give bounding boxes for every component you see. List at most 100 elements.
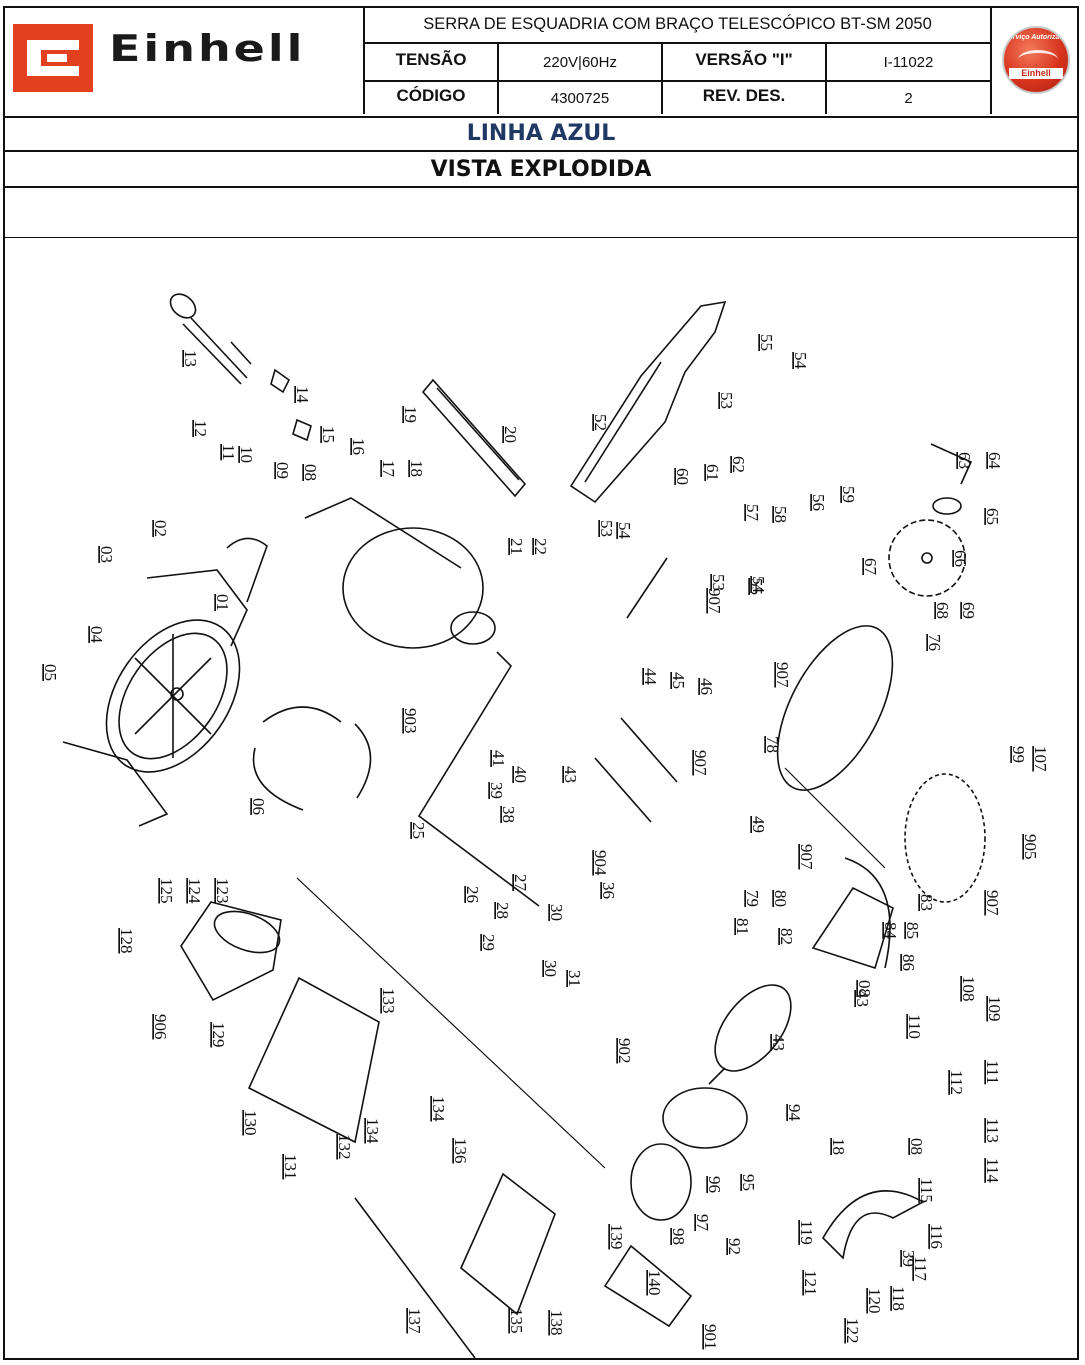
part-number-label: 67: [861, 558, 880, 576]
part-number-label: 20: [501, 426, 520, 443]
part-number-label: 25: [409, 822, 428, 839]
part-number-label: 115: [917, 1178, 936, 1203]
brand-logo-cell: Einhell: [5, 8, 365, 114]
product-title: SERRA DE ESQUADRIA COM BRAÇO TELESCÓPICO…: [365, 8, 990, 44]
part-ring-icon: [252, 747, 304, 811]
part-number-label: 98: [669, 1228, 688, 1245]
part-handle-icon: [247, 976, 380, 1144]
part-number-label: 107: [1031, 746, 1050, 772]
part-number-label: 08: [855, 980, 874, 997]
part-number-label: 65: [983, 508, 1002, 525]
part-number-label: 18: [407, 460, 426, 477]
part-number-label: 31: [565, 970, 584, 987]
blank-band: [5, 188, 1077, 238]
brand-wordmark: Einhell: [109, 26, 306, 70]
part-grip-icon: [603, 1244, 693, 1328]
part-number-label: 83: [917, 894, 936, 911]
part-number-label: 54: [615, 522, 634, 540]
part-number-label: 907: [983, 890, 1002, 916]
part-tube-icon: [594, 757, 652, 823]
part-number-label: 54: [791, 352, 810, 370]
part-power-cord-icon: [354, 1197, 476, 1358]
seal-cell: Serviço Autorizado Einhell: [990, 8, 1079, 114]
part-number-label: 84: [881, 922, 900, 940]
part-stator-icon: [630, 1143, 692, 1221]
seal-top-text: Serviço Autorizado: [1004, 34, 1068, 41]
part-number-label: 16: [349, 438, 368, 455]
part-number-label: 123: [213, 878, 232, 904]
tensao-value: 220V|60Hz: [499, 44, 663, 80]
part-number-label: 53: [597, 520, 616, 537]
part-number-label: 82: [777, 928, 796, 945]
part-knob-icon: [169, 293, 248, 385]
part-number-label: 58: [771, 506, 790, 523]
part-number-label: 03: [97, 546, 116, 563]
part-clamp-icon: [270, 368, 291, 394]
part-number-label: 907: [691, 750, 710, 776]
header: Einhell SERRA DE ESQUADRIA COM BRAÇO TEL…: [5, 8, 1077, 118]
part-number-label: 30: [541, 960, 560, 977]
part-number-label: 01: [213, 594, 232, 611]
part-number-label: 138: [547, 1310, 566, 1336]
part-number-label: 114: [983, 1158, 1002, 1183]
part-motor-housing-icon: [180, 901, 282, 1002]
diagram-canvas: 0102030405060809101112131415161718192021…: [41, 293, 1050, 1358]
part-number-label: 53: [709, 574, 728, 591]
part-blade-icon: [888, 519, 966, 597]
part-number-label: 26: [463, 886, 482, 903]
part-number-label: 119: [797, 1220, 816, 1245]
part-number-label: 109: [985, 996, 1004, 1022]
part-number-label: 06: [249, 798, 268, 815]
part-number-label: 30: [547, 904, 566, 921]
part-number-label: 95: [739, 1174, 758, 1191]
part-number-label: 61: [703, 464, 722, 481]
part-group-904-outline: [904, 773, 986, 903]
parts-sheet: Einhell SERRA DE ESQUADRIA COM BRAÇO TEL…: [3, 6, 1079, 1360]
part-number-label: 63: [955, 452, 974, 469]
part-number-label: 135: [507, 1308, 526, 1334]
part-number-label: 66: [951, 550, 970, 567]
part-number-label: 81: [733, 918, 752, 935]
part-number-label: 113: [983, 1118, 1002, 1143]
part-tube-icon: [626, 557, 668, 619]
part-number-label: 92: [725, 1238, 744, 1255]
part-number-label: 36: [599, 882, 618, 899]
part-number-label: 15: [319, 426, 338, 443]
rev-value: 2: [904, 90, 913, 107]
part-number-label: 120: [865, 1288, 884, 1314]
part-number-label: 43: [769, 1034, 788, 1051]
codigo-value: 4300725: [499, 80, 663, 114]
part-number-label: 44: [641, 668, 660, 686]
part-number-label: 130: [241, 1110, 260, 1136]
part-number-label: 55: [747, 578, 766, 595]
part-number-label: 134: [429, 1096, 448, 1122]
part-number-label: 140: [645, 1270, 664, 1296]
part-number-label: 08: [907, 1138, 926, 1155]
part-arm-icon: [569, 300, 727, 504]
part-number-label: 11: [219, 444, 238, 460]
part-number-label: 94: [785, 1104, 804, 1122]
part-number-label: 128: [117, 928, 136, 954]
part-gearbox-icon: [811, 857, 894, 970]
part-number-label: 137: [405, 1308, 424, 1334]
part-number-label: 79: [743, 890, 762, 907]
part-number-label: 18: [829, 1138, 848, 1155]
part-number-label: 903: [401, 708, 420, 734]
part-number-label: 21: [507, 538, 526, 555]
part-number-label: 69: [959, 602, 978, 619]
rev-label: REV. DES.: [663, 80, 827, 114]
part-rear-handle-icon: [460, 1172, 556, 1316]
part-number-label: 80: [771, 890, 790, 907]
part-number-label: 129: [209, 1022, 228, 1048]
codigo-label: CÓDIGO: [365, 80, 499, 114]
part-number-label: 86: [899, 954, 918, 971]
part-number-label: 39: [487, 782, 506, 799]
part-number-label: 85: [903, 922, 922, 939]
part-rotor-icon: [708, 984, 792, 1085]
part-number-label: 131: [281, 1154, 300, 1180]
leader-line: [296, 877, 606, 1169]
part-number-label: 118: [889, 1286, 908, 1311]
part-lock-icon: [292, 418, 312, 442]
part-number-label: 902: [615, 1038, 634, 1064]
